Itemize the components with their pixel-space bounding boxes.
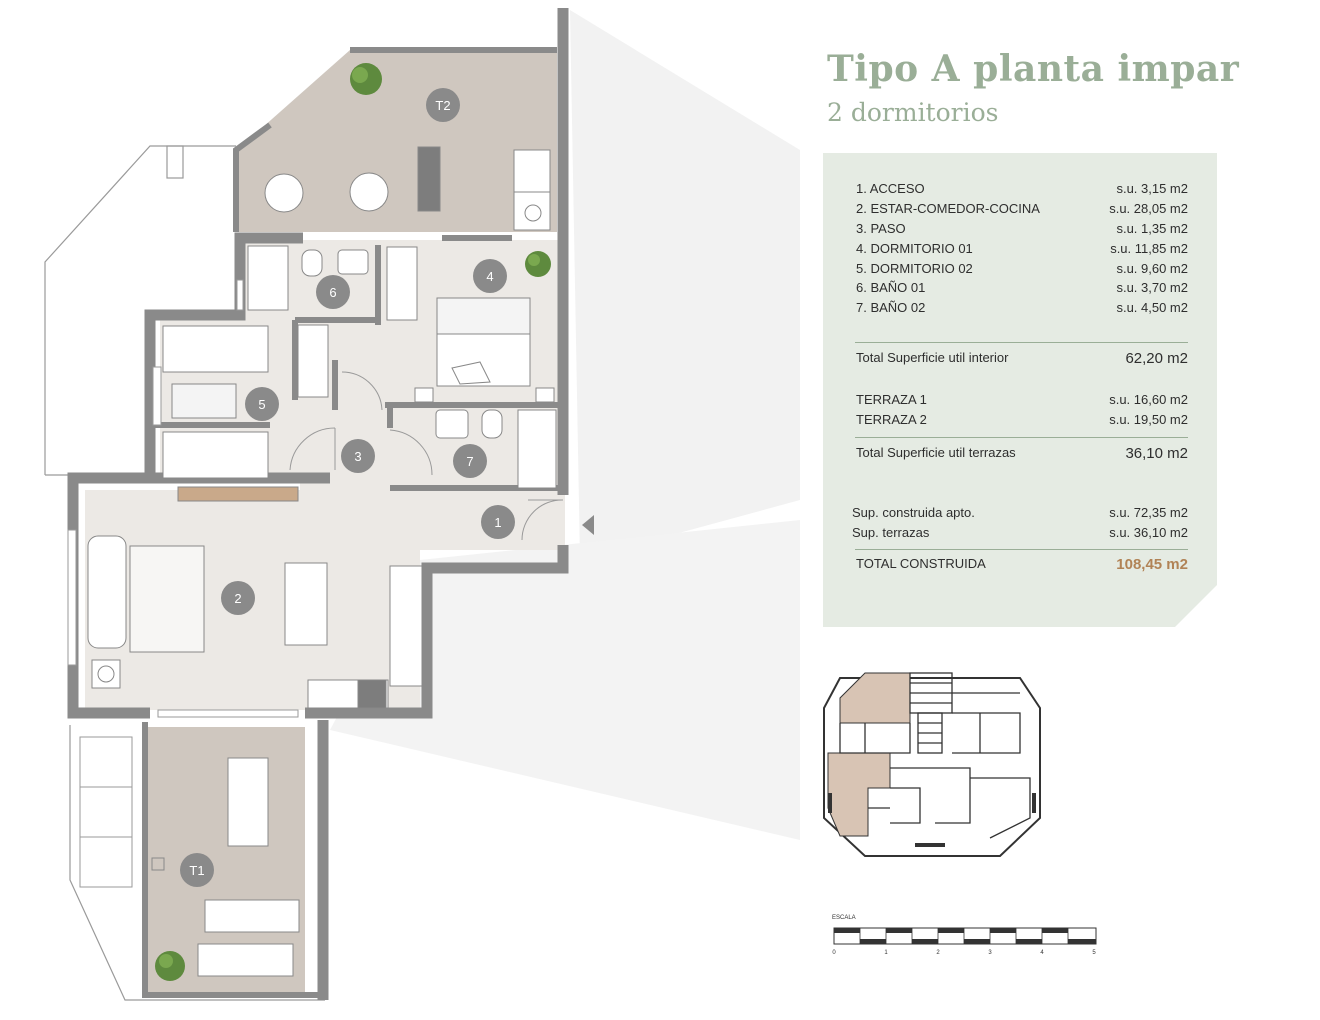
room-marker: T1 bbox=[180, 853, 214, 887]
svg-text:T1: T1 bbox=[189, 863, 204, 878]
svg-text:1: 1 bbox=[494, 515, 501, 530]
svg-text:2: 2 bbox=[234, 591, 241, 606]
room-marker: 7 bbox=[453, 444, 487, 478]
room-marker: T2 bbox=[426, 88, 460, 122]
plant-icon bbox=[155, 951, 185, 981]
svg-text:2: 2 bbox=[936, 950, 940, 956]
svg-text:T2: T2 bbox=[435, 98, 450, 113]
svg-text:0: 0 bbox=[832, 950, 836, 956]
page-title: Tipo A planta impar bbox=[827, 48, 1240, 90]
room-marker: 4 bbox=[473, 259, 507, 293]
room-marker: 5 bbox=[245, 387, 279, 421]
floor-plan: 1 2 3 4 5 6 7 T1 T2 bbox=[44, 8, 800, 1001]
svg-text:3: 3 bbox=[988, 950, 992, 956]
plant-icon bbox=[525, 251, 551, 277]
svg-text:4: 4 bbox=[486, 269, 493, 284]
svg-text:5: 5 bbox=[1092, 950, 1096, 956]
svg-text:5: 5 bbox=[258, 397, 265, 412]
svg-text:6: 6 bbox=[329, 285, 336, 300]
svg-text:3: 3 bbox=[354, 449, 361, 464]
svg-text:7: 7 bbox=[466, 454, 473, 469]
scale-bar: ESCALA 0 1 2 3 4 5 bbox=[832, 915, 1097, 956]
plant-icon bbox=[350, 63, 382, 95]
room-marker: 6 bbox=[316, 275, 350, 309]
svg-text:1: 1 bbox=[884, 950, 888, 956]
page-subtitle: 2 dormitorios bbox=[827, 98, 999, 127]
svg-text:ESCALA: ESCALA bbox=[832, 915, 856, 921]
svg-text:4: 4 bbox=[1040, 950, 1044, 956]
room-marker: 3 bbox=[341, 439, 375, 473]
key-plan bbox=[823, 672, 1041, 857]
room-marker: 2 bbox=[221, 581, 255, 615]
room-marker: 1 bbox=[481, 505, 515, 539]
